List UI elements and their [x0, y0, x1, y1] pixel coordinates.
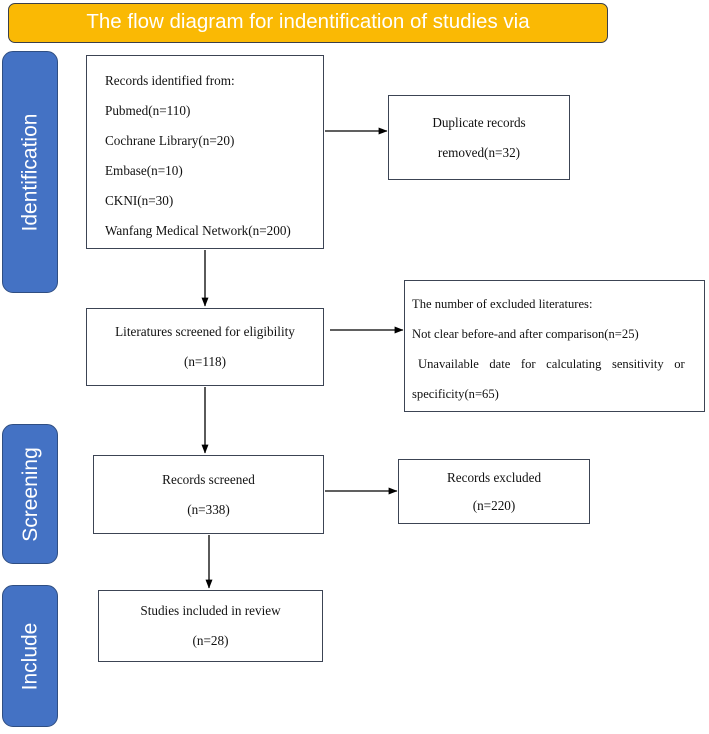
box-line: Records identified from: — [105, 73, 235, 88]
box-line: Embase(n=10) — [105, 163, 183, 178]
box-line: specificity(n=65) — [412, 387, 499, 401]
box-line: (n=338) — [187, 501, 230, 517]
stage-bar-identification: Identification — [2, 51, 58, 293]
box-line: Studies included in review — [140, 603, 281, 618]
box-excluded-literatures: The number of excluded literatures: Not … — [404, 280, 705, 412]
box-line: The number of excluded literatures: — [412, 297, 593, 311]
stage-label-include: Include — [18, 622, 42, 690]
box-records-identified: Records identified from: Pubmed(n=110) C… — [86, 55, 324, 249]
box-line: Not clear before-and after comparison(n=… — [412, 327, 639, 341]
box-records-screened: Records screened (n=338) — [93, 455, 324, 534]
box-line: (n=220) — [472, 497, 516, 513]
box-line: Unavailable date for calculating sensiti… — [418, 357, 685, 371]
box-line: Literatures screened for eligibility — [115, 324, 295, 339]
stage-bar-include: Include — [2, 585, 58, 727]
stage-label-identification: Identification — [18, 113, 42, 231]
box-line: Records screened — [162, 471, 255, 487]
box-records-excluded: Records excluded (n=220) — [398, 459, 590, 524]
box-line: Records excluded — [446, 469, 542, 485]
box-line: Duplicate records — [432, 114, 526, 130]
box-studies-included-in-review: Studies included in review (n=28) — [98, 590, 323, 662]
box-literatures-screened-for-eligibility: Literatures screened for eligibility (n=… — [86, 308, 324, 386]
stage-label-screening: Screening — [18, 446, 42, 542]
box-line: Wanfang Medical Network(n=200) — [105, 223, 291, 238]
diagram-title-text: The flow diagram for indentification of … — [86, 9, 530, 33]
box-line: (n=118) — [183, 354, 227, 369]
box-line: (n=28) — [192, 633, 229, 648]
box-line: Pubmed(n=110) — [105, 103, 191, 118]
box-line: Cochrane Library(n=20) — [105, 133, 235, 148]
box-line: removed(n=32) — [437, 144, 521, 160]
diagram-title-banner: The flow diagram for indentification of … — [8, 3, 608, 43]
stage-bar-screening: Screening — [2, 424, 58, 564]
box-line: CKNI(n=30) — [105, 193, 174, 208]
box-duplicate-records-removed: Duplicate records removed(n=32) — [388, 95, 570, 180]
